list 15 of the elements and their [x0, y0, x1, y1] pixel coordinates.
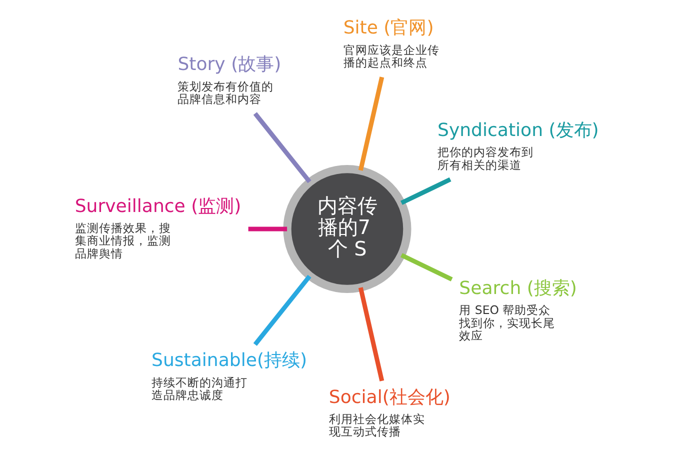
- node-text: Story (故事) 策划发布有价值的品牌信息和内容: [178, 54, 282, 106]
- node-circle: 内容传播的7 个 S: [283, 164, 412, 294]
- node-text: Sustainable(持续) 持续不断的沟通打造品牌忠诚度: [152, 350, 308, 402]
- node-text: Search (搜索) 用 SEO 帮助受众找到你，实现长尾效应: [459, 278, 577, 342]
- connector: [400, 177, 452, 205]
- connector: [253, 112, 312, 184]
- node-text: Site (官网) 官网应该是企业传播的起点和终点: [343, 18, 440, 70]
- connector: [248, 226, 288, 232]
- connector: [253, 274, 312, 346]
- node-text: Syndication (发布) 把你的内容发布到所有相关的渠道: [438, 120, 599, 172]
- connector: [358, 287, 384, 382]
- node-text: Surveillance (监测) 监测传播效果，搜集商业情报，监测品牌舆情: [74, 196, 242, 260]
- connector: [358, 76, 384, 171]
- node-text: Social(社会化) 利用社会化媒体实现互动式传播: [328, 386, 450, 439]
- connector: [400, 253, 453, 282]
